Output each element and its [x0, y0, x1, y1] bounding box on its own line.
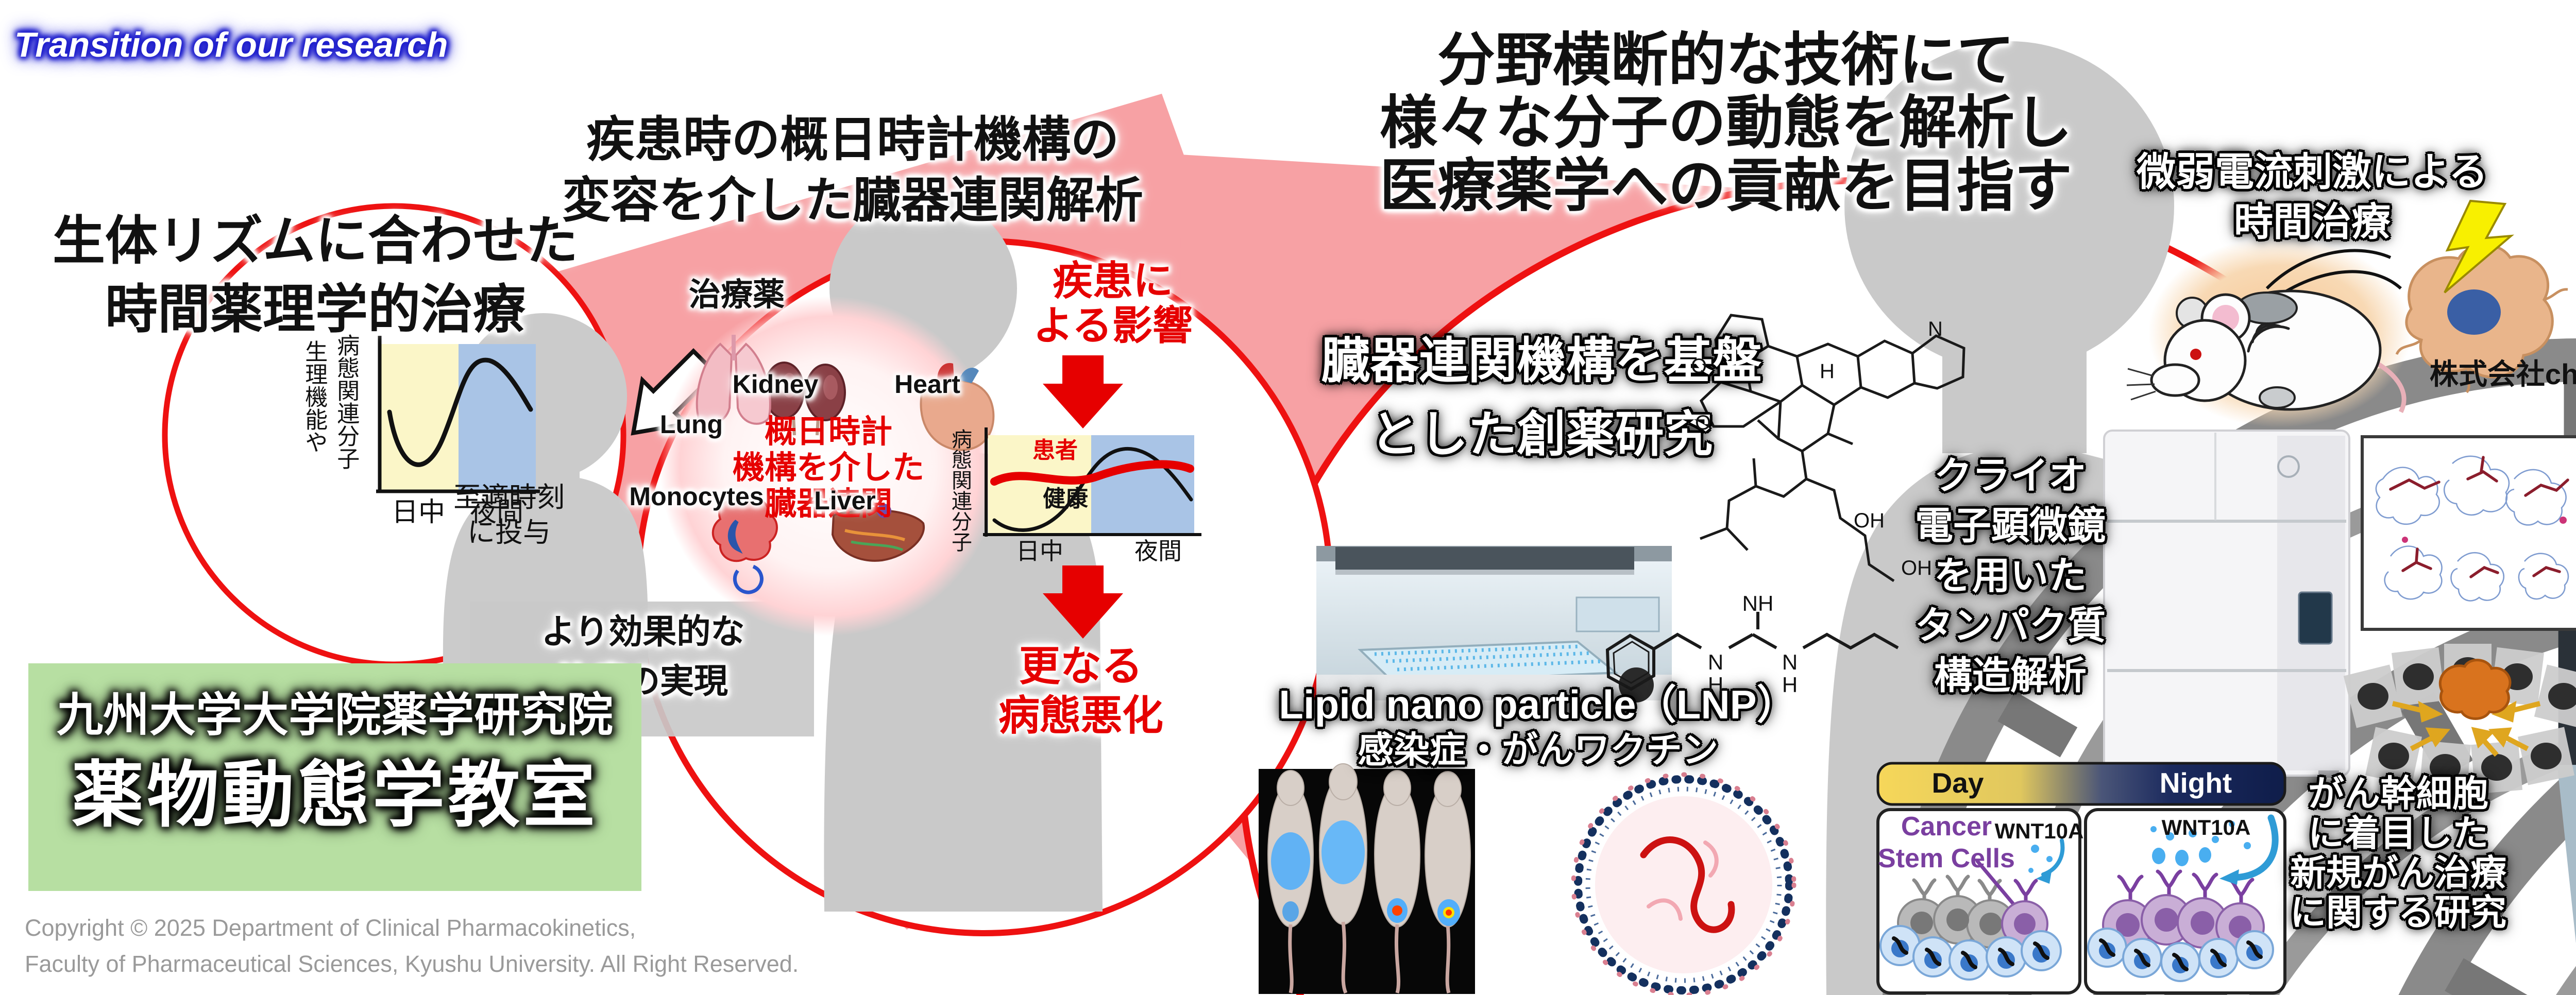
cryoem-line4: タンパク質: [1915, 604, 2106, 647]
chem-label-n2: N: [1707, 650, 1724, 674]
mice-imaging-photo: [1259, 763, 1475, 994]
cryoem-line5: 構造解析: [1934, 654, 2087, 697]
chem-label-o2: O: [1695, 411, 1711, 434]
screening-robot-photo: [1316, 546, 2576, 995]
copyright-line2: Faculty of Pharmaceutical Sciences, Kyus…: [25, 951, 799, 977]
chemical-structure-guanidine: [1605, 612, 1899, 691]
chem-label-n: N: [1928, 318, 1943, 340]
lnp-title-line1: Lipid nano particle（LNP）: [1279, 682, 1797, 727]
chem-label-nh: NH: [1742, 591, 1774, 615]
day-label: Day: [1931, 767, 1984, 799]
lung-organ: [696, 335, 771, 425]
chrono-graph-xlabel-night: 夜間: [469, 498, 524, 527]
cancer-stem-cells-line2: Stem Cells: [1878, 844, 2015, 873]
organ-label-monocytes: Monocytes: [629, 482, 764, 511]
worsening-line2: 病態悪化: [998, 693, 1163, 739]
worsening-line1: 更なる: [1019, 643, 1143, 689]
electro-cell-illustration: [2395, 199, 2568, 393]
chem-label-h: H: [1820, 360, 1835, 383]
particle-reconstruction-diagram: [2343, 644, 2576, 794]
organ-network-center-line1: 概日時計: [764, 414, 893, 450]
dosing-time-line1: 至適時刻: [453, 482, 565, 513]
wnt10a-label-night: WNT10A: [2161, 815, 2251, 839]
heart-organ: [920, 363, 995, 451]
chem-label-oh2: OH: [1901, 557, 1932, 579]
chem-label-h3: H: [1782, 673, 1798, 697]
lightning-bolt-icon: [2444, 199, 2515, 294]
copyright-line1: Copyright © 2025 Department of Clinical …: [25, 915, 636, 941]
electro-mouse-illustration: [2126, 237, 2411, 427]
cryoem-line1: クライオ: [1934, 454, 2087, 497]
organ-label-heart: Heart: [894, 370, 960, 399]
density-map-panel: [2361, 435, 2576, 631]
lab-name-line1: 九州大学大学院薬学研究院: [57, 690, 613, 741]
organ-network-center-line3: 臓器連関: [764, 486, 893, 522]
chrono-graph-ylabel-2: 病態関連分子: [333, 334, 359, 470]
organ-network-center-line2: 機構を介した: [732, 450, 925, 486]
electro-heading-line1: 微弱電流刺激による: [2137, 150, 2488, 194]
cancer-research-line2: に着目した: [2308, 813, 2488, 853]
chrono-graph-ylabel-1: 生理機能や: [301, 340, 327, 453]
chemical-structure-alkaloid: [1699, 314, 1965, 582]
organ-label-liver: Liver: [814, 486, 876, 515]
healthy-label: 健康: [1043, 486, 1088, 511]
electro-heading-line2: 時間治療: [2234, 200, 2391, 244]
chrono-heading-line2: 時間薬理学的治療: [105, 280, 526, 339]
drug-discovery-line2: とした創薬研究: [1370, 407, 1713, 462]
cancer-research-line4: に関する研究: [2290, 893, 2506, 933]
lnp-title-line2: 感染症・がんワクチン: [1358, 730, 1718, 770]
lab-name-line2: 薬物動態学教室: [71, 754, 599, 835]
kidney-organ: [764, 362, 846, 436]
interorgan-heading-line1: 疾患時の概日時計機構の: [586, 112, 1120, 166]
organ-label-kidney: Kidney: [732, 370, 819, 399]
cryoem-line2: 電子顕微鏡: [1915, 504, 2106, 547]
chem-label-oh1: OH: [1854, 509, 1885, 532]
main-title-line1: 分野横断的な技術にて: [1437, 28, 2014, 92]
main-title-line3: 医療薬学への貢献を目指す: [1380, 153, 2072, 218]
cancer-research-line3: 新規がん治療: [2290, 853, 2506, 893]
disease-impact-line1: 疾患に: [1052, 258, 1174, 303]
transition-title: Transition of our research: [14, 25, 448, 64]
chem-label-n3: N: [1782, 650, 1798, 674]
dosing-time-line2: に投与: [467, 517, 551, 548]
disease-graph-xlabel-night: 夜間: [1134, 538, 1182, 564]
interorgan-heading-line2: 変容を介した臓器連関解析: [562, 173, 1144, 227]
liver-organ: [831, 504, 925, 562]
lnp-illustration: [1571, 772, 1797, 995]
drug-label: 治療薬: [688, 277, 785, 313]
cryoem-machine-photo: [2103, 430, 2350, 778]
night-label: Night: [2159, 767, 2232, 799]
outcome-line1: より効果的な: [541, 612, 745, 650]
disease-graph-ylabel: 病態関連分子: [948, 428, 971, 552]
drug-discovery-line1: 臓器連関機構を基盤: [1321, 334, 1762, 388]
lab-name-box: [28, 663, 641, 891]
chem-label-h2: H: [1707, 673, 1724, 697]
wnt10a-label-day: WNT10A: [1994, 819, 2084, 843]
chrono-heading-line1: 生体リズムに合わせた: [53, 212, 578, 270]
day-night-panel: [1876, 762, 2286, 994]
cryoem-line3: を用いた: [1934, 554, 2087, 597]
patient-label: 患者: [1032, 438, 1078, 463]
disease-impact-arrow: [1043, 355, 1123, 639]
chem-label-o1: O: [1691, 355, 1707, 378]
chronorhythm-graph: [376, 336, 540, 493]
disease-graph-xlabel-day: 日中: [1016, 538, 1063, 564]
cancer-stem-cells-line1: Cancer: [1901, 812, 1992, 842]
monocyte-cell: [711, 497, 778, 594]
cancer-research-line1: がん幹細胞: [2308, 774, 2488, 814]
company-name: 株式会社chicktek: [2429, 358, 2576, 390]
chrono-graph-xlabel-day: 日中: [391, 498, 446, 527]
disease-impact-line2: よる影響: [1033, 303, 1193, 348]
main-title-line2: 様々な分子の動態を解析し: [1380, 91, 2072, 155]
disease-graph: [983, 427, 1201, 537]
organ-label-lung: Lung: [659, 410, 723, 439]
